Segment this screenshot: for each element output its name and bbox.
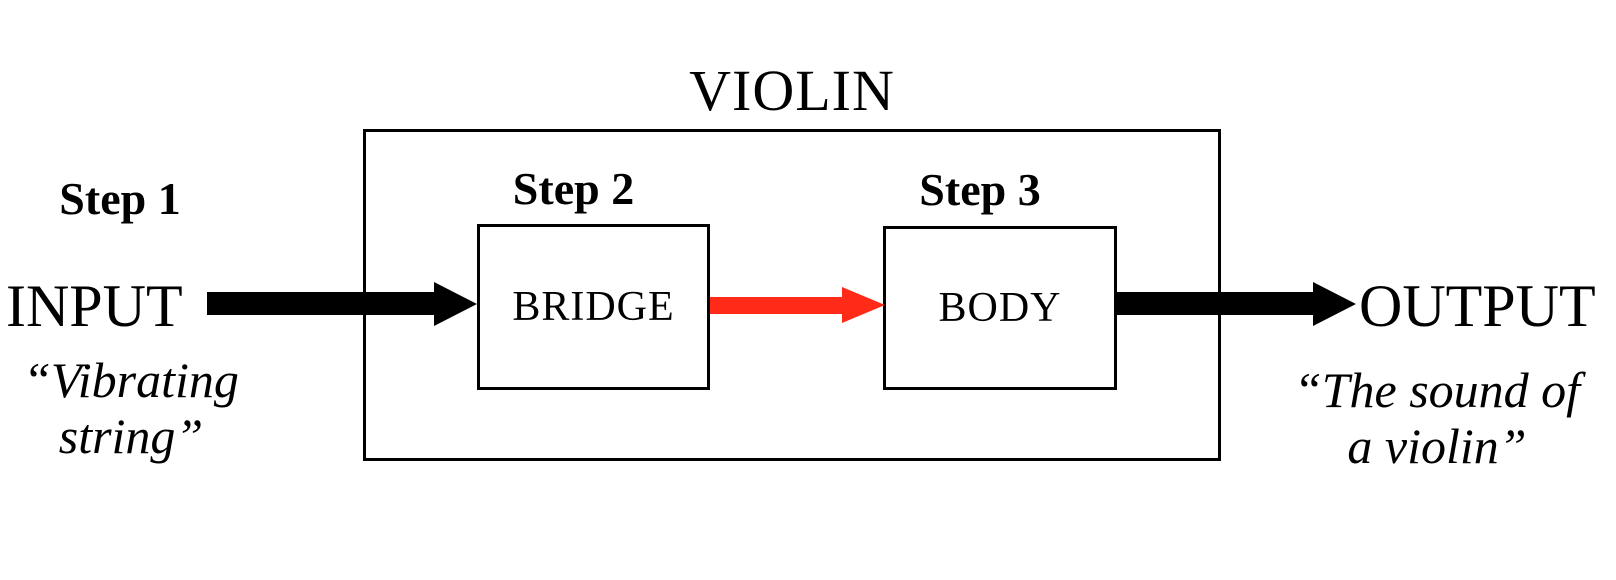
output-quote: “The sound of a violin” xyxy=(1277,362,1597,474)
arrow-bridge-to-body xyxy=(710,287,885,323)
body-label: BODY xyxy=(938,285,1062,331)
input-quote: “Vibrating string” xyxy=(11,352,251,464)
arrow-head-icon xyxy=(434,282,477,326)
output-quote-line1: “The sound of xyxy=(1293,362,1581,418)
arrow-head-icon xyxy=(842,287,885,323)
step-1-label: Step 1 xyxy=(59,173,181,224)
arrow-shaft xyxy=(710,297,844,314)
arrow-shaft xyxy=(207,292,435,315)
body-box: BODY xyxy=(883,226,1117,390)
arrow-body-to-output xyxy=(1117,282,1356,326)
input-quote-line1: “Vibrating xyxy=(23,352,239,408)
step-2-label: Step 2 xyxy=(512,163,635,214)
arrow-input-to-bridge xyxy=(207,282,477,326)
step-3-label: Step 3 xyxy=(919,164,1041,215)
output-quote-line2: a violin” xyxy=(1347,418,1527,474)
arrow-head-icon xyxy=(1313,282,1356,326)
bridge-box: BRIDGE xyxy=(477,224,710,390)
bridge-label: BRIDGE xyxy=(512,284,675,330)
output-label: OUTPUT xyxy=(1359,273,1596,339)
arrow-shaft xyxy=(1117,292,1314,315)
input-quote-line2: string” xyxy=(58,408,204,464)
input-label: INPUT xyxy=(6,273,183,339)
violin-system-title: VIOLIN xyxy=(689,58,895,123)
